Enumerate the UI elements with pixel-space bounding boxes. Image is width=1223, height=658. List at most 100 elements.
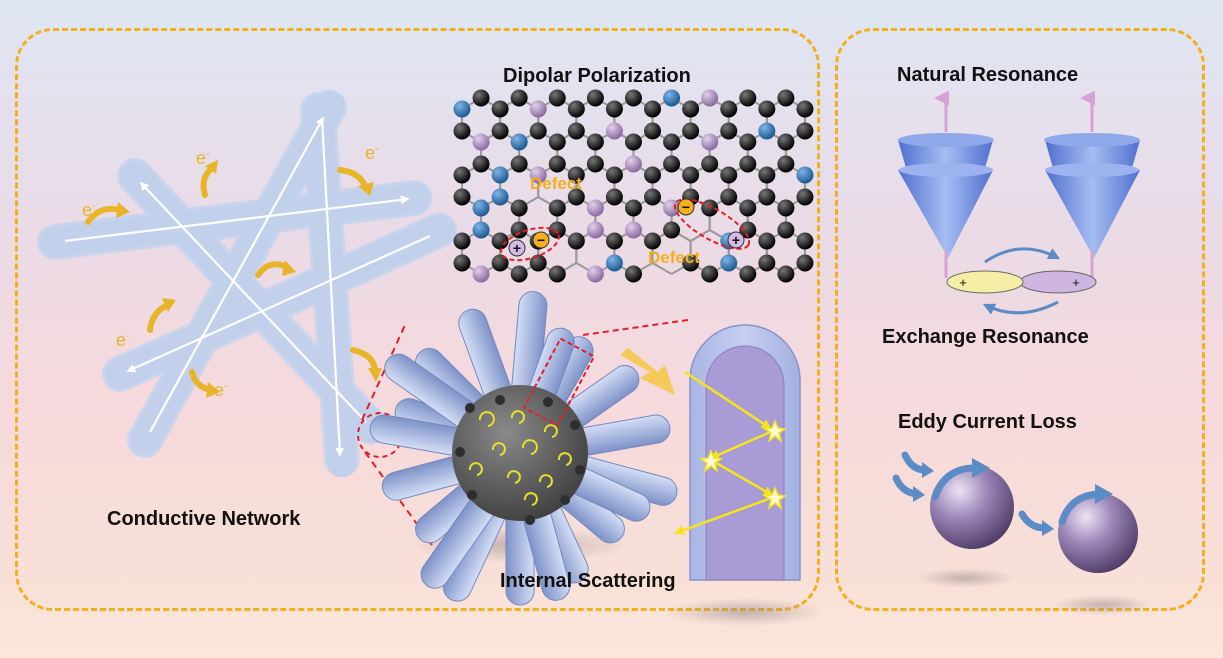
- lattice-atom: [739, 265, 757, 283]
- lattice-atom: [758, 232, 776, 250]
- lattice-atom: [663, 155, 681, 173]
- eddy-sphere-1: [930, 465, 1014, 549]
- dipole-ellipses: [500, 198, 751, 262]
- lattice-atom: [548, 155, 566, 173]
- lattice-atom: [453, 166, 471, 184]
- spin-plus-left: +: [959, 275, 967, 290]
- lattice-atom: [739, 133, 757, 151]
- lattice-atom: [701, 89, 719, 107]
- charge-minus-2: −: [682, 199, 690, 215]
- title-natural-resonance: Natural Resonance: [897, 64, 1079, 86]
- lattice-atom: [777, 221, 795, 239]
- core-pit: [467, 490, 477, 500]
- lattice-atom: [472, 133, 490, 151]
- lattice-atom: [701, 155, 719, 173]
- lattice-atom: [586, 89, 604, 107]
- title-conductive-network: Conductive Network: [107, 508, 301, 530]
- lattice-atom: [624, 133, 642, 151]
- title-internal-scattering: Internal Scattering: [500, 570, 676, 592]
- lattice-atom: [548, 199, 566, 217]
- lattice-atom: [472, 155, 490, 173]
- electron-label-2: e-: [196, 148, 210, 168]
- spin-plus-right: +: [1072, 275, 1080, 290]
- core-pit: [543, 397, 553, 407]
- core-pit: [525, 515, 535, 525]
- hop-arrow-heads: [116, 160, 382, 398]
- lattice-atom: [644, 166, 662, 184]
- lattice-atom: [796, 188, 814, 206]
- lattice-atom: [605, 254, 623, 272]
- core-pit: [575, 465, 585, 475]
- lattice-atom: [510, 155, 528, 173]
- lattice-atom: [491, 188, 509, 206]
- defect-label-2: Defect: [648, 248, 700, 267]
- lattice-atom: [548, 89, 566, 107]
- lattice-atom: [701, 265, 719, 283]
- lattice-atom: [624, 89, 642, 107]
- lattice-atom: [624, 221, 642, 239]
- core-pit: [560, 495, 570, 505]
- lattice-atom: [567, 122, 585, 140]
- lattice-atom: [548, 133, 566, 151]
- lattice-atom: [586, 265, 604, 283]
- title-dipolar-polarization: Dipolar Polarization: [503, 65, 691, 87]
- lattice-atom: [682, 122, 700, 140]
- lattice-atom: [644, 122, 662, 140]
- lattice-atom: [682, 100, 700, 118]
- lattice-atom: [796, 122, 814, 140]
- lattice-atom: [777, 155, 795, 173]
- lattice-atom: [567, 188, 585, 206]
- lattice-atom: [739, 155, 757, 173]
- zoom-arrow: [620, 348, 675, 395]
- lattice-atom: [510, 221, 528, 239]
- lattice-atom: [529, 122, 547, 140]
- fiber-network: [37, 88, 458, 480]
- electron-label-1: e-: [82, 200, 96, 220]
- core-pit: [455, 447, 465, 457]
- left-panel: [15, 28, 820, 611]
- lattice-atom: [796, 254, 814, 272]
- lattice-atom: [701, 133, 719, 151]
- lattice-atom: [701, 199, 719, 217]
- lattice-atom: [472, 221, 490, 239]
- lattice-atom: [720, 122, 738, 140]
- lattice-atom: [529, 100, 547, 118]
- lattice-atom: [720, 100, 738, 118]
- lattice-atom: [548, 265, 566, 283]
- spin-cone-right: [1044, 90, 1140, 278]
- lattice-atom: [510, 89, 528, 107]
- lattice-atom: [720, 188, 738, 206]
- lattice-atom: [644, 188, 662, 206]
- lattice-atom: [758, 122, 776, 140]
- lattice-atom: [663, 199, 681, 217]
- charge-markers: [508, 198, 745, 257]
- lattice-atom: [663, 89, 681, 107]
- lattice-atom: [663, 221, 681, 239]
- lattice-atom: [682, 166, 700, 184]
- charge-plus-2: +: [732, 232, 740, 248]
- lattice-atom: [644, 100, 662, 118]
- lattice-atom: [796, 166, 814, 184]
- lattice-atom: [510, 199, 528, 217]
- lattice-atom: [510, 265, 528, 283]
- lattice-atom: [453, 122, 471, 140]
- electron-label-5: e-: [214, 380, 228, 400]
- lattice-atom: [453, 254, 471, 272]
- hop-arrow-5: [147, 302, 171, 333]
- lattice-atom: [605, 232, 623, 250]
- core-pit: [495, 395, 505, 405]
- lattice-atom: [567, 166, 585, 184]
- defect-lattice: [453, 89, 814, 283]
- sphere-shadow-1: [915, 568, 1015, 588]
- lattice-atom: [491, 122, 509, 140]
- lattice-atom: [720, 166, 738, 184]
- core-pit: [570, 420, 580, 430]
- lattice-atom: [758, 100, 776, 118]
- lattice-atom: [605, 188, 623, 206]
- title-exchange-resonance: Exchange Resonance: [882, 326, 1089, 348]
- lattice-atom: [720, 254, 738, 272]
- eddy-arrow-heads: [913, 458, 1113, 536]
- lattice-atom: [472, 199, 490, 217]
- lattice-atom: [796, 100, 814, 118]
- lattice-atom: [510, 133, 528, 151]
